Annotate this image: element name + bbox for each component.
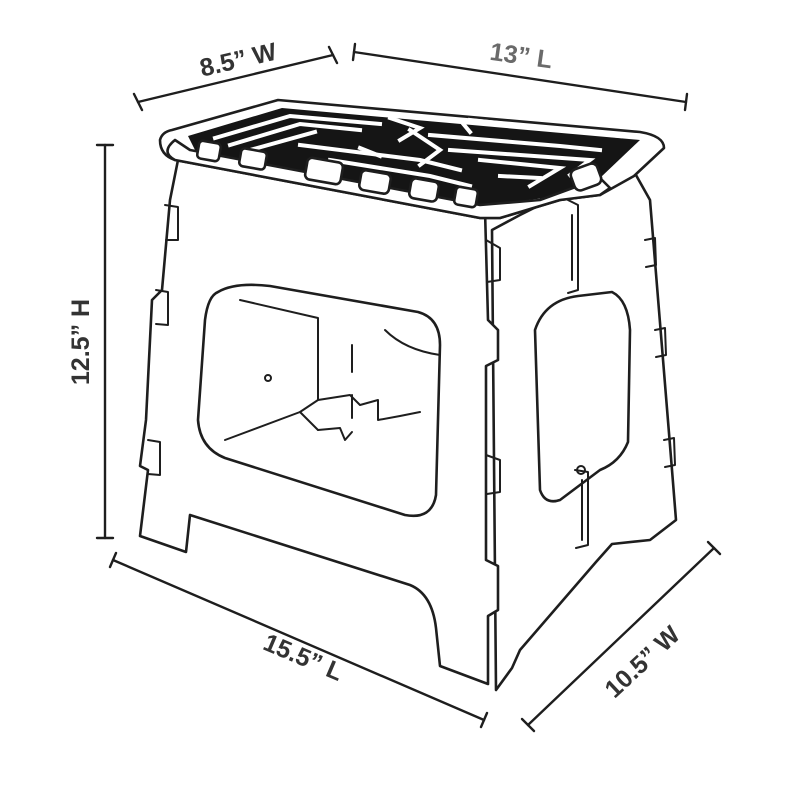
label-height: 12.5” H xyxy=(67,299,95,385)
right-panel-cutout xyxy=(533,290,632,503)
top-edge-tabs xyxy=(195,139,603,209)
front-panel-notches xyxy=(147,204,501,495)
top-grid-pattern xyxy=(212,107,623,189)
dimension-height: 12.5” H xyxy=(67,143,115,540)
folding-stool xyxy=(138,98,678,692)
dimension-top-width: 8.5” W xyxy=(132,38,339,112)
label-top-length: 13” L xyxy=(488,38,554,74)
label-base-width: 10.5” W xyxy=(599,620,685,703)
label-top-width: 8.5” W xyxy=(197,38,279,83)
interior-cross-brace xyxy=(224,299,441,441)
top-grid-surface xyxy=(188,108,640,206)
dimension-top-length: 13” L xyxy=(351,38,689,112)
label-base-length: 15.5” L xyxy=(259,628,347,686)
right-panel-notches xyxy=(644,237,676,468)
top-front-edge xyxy=(166,138,612,220)
hinges xyxy=(567,199,589,549)
